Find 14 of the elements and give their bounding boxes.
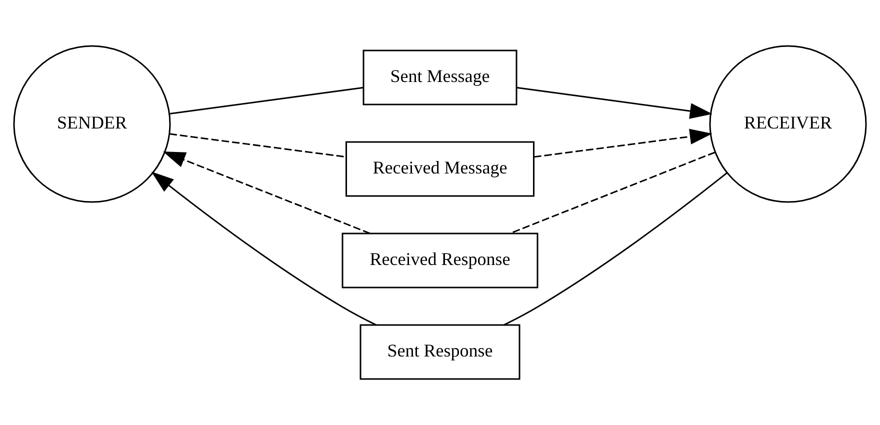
node-circle: RECEIVER <box>709 45 867 203</box>
arrow <box>516 86 712 119</box>
arrow <box>151 172 376 326</box>
connector <box>170 86 364 114</box>
node-circle: SENDER <box>13 45 171 203</box>
node-box: Received Response <box>342 232 538 288</box>
node-box: Sent Response <box>360 324 520 380</box>
node-box: Sent Message <box>362 50 518 106</box>
arrow <box>534 128 712 158</box>
arrow <box>162 151 370 234</box>
connector <box>170 133 346 158</box>
connector <box>504 172 728 326</box>
connector <box>510 152 716 234</box>
node-box: Received Message <box>346 141 534 197</box>
